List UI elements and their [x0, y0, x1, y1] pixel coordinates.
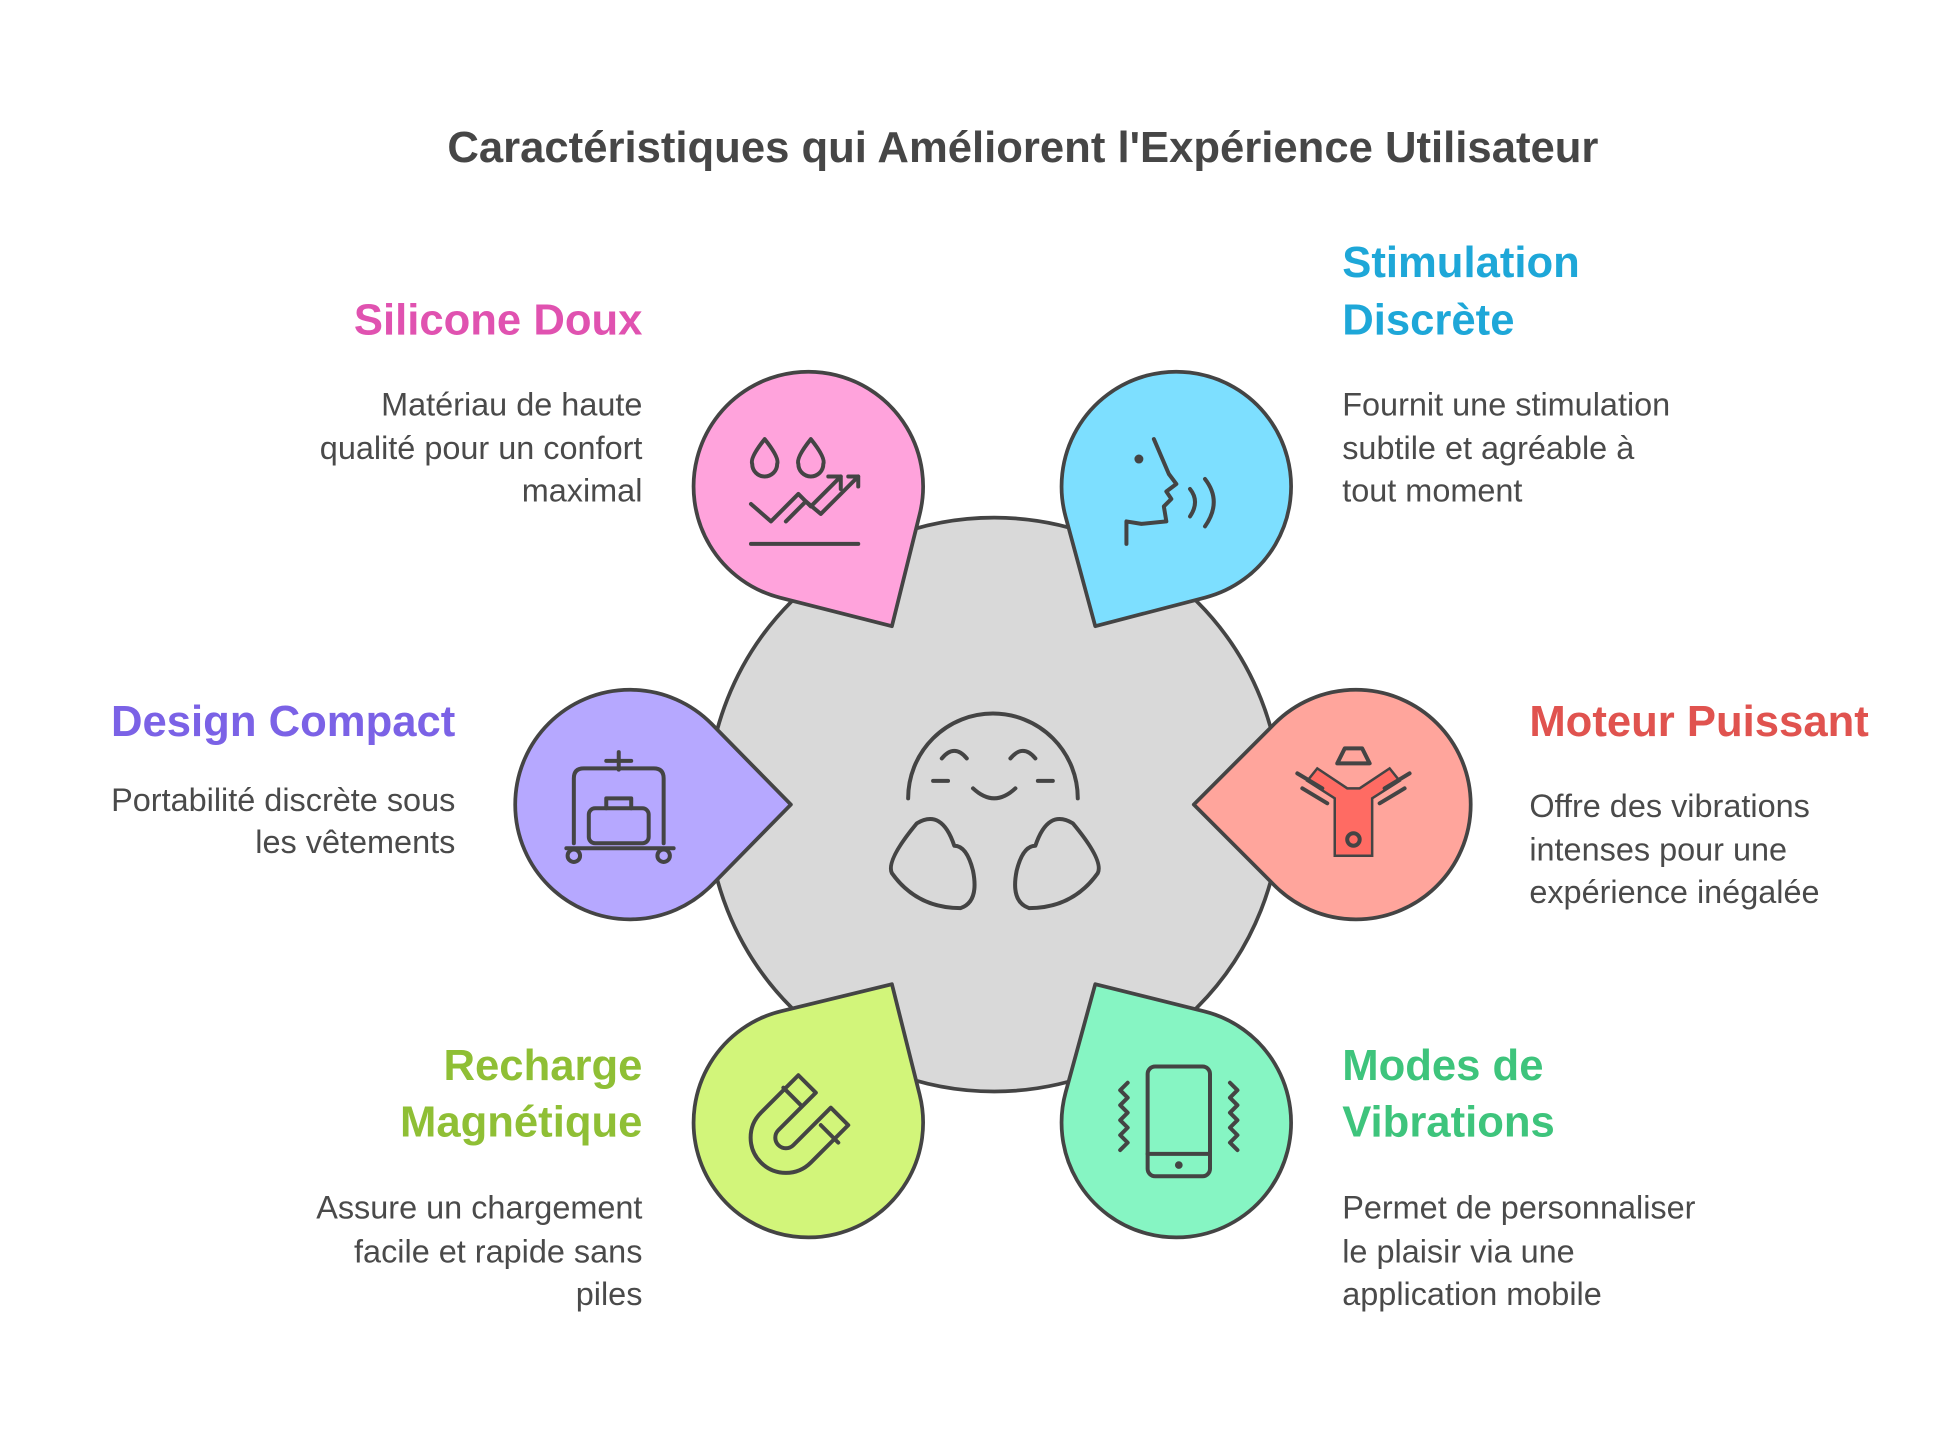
magnet-icon — [748, 1073, 851, 1175]
feature-desc: Offre des vibrations — [1529, 788, 1810, 824]
feature-desc: Portabilité discrète sous — [111, 782, 455, 818]
teardrop-silicone — [691, 369, 925, 629]
teardrop-recharge — [691, 982, 925, 1240]
feature-desc: intenses pour une — [1529, 832, 1787, 868]
feature-title: Moteur Puissant — [1529, 697, 1868, 746]
feature-title: Vibrations — [1342, 1097, 1555, 1146]
feature-desc: Matériau de haute — [381, 386, 642, 422]
feature-title: Discrète — [1342, 295, 1514, 344]
engine-icon — [1295, 746, 1412, 857]
feature-desc: Assure un chargement — [316, 1190, 642, 1226]
feature-desc: maximal — [522, 472, 643, 508]
diagram-title: Caractéristiques qui Améliorent l'Expéri… — [447, 123, 1598, 172]
feature-desc: tout moment — [1342, 472, 1522, 508]
teardrop-moteur — [1191, 687, 1473, 922]
feature-desc: application mobile — [1342, 1276, 1602, 1312]
feature-desc: subtile et agréable à — [1342, 430, 1635, 466]
feature-desc: qualité pour un confort — [320, 430, 643, 466]
teardrop-modes — [1059, 982, 1293, 1240]
feature-recharge: Recharge Magnétique Assure un chargement… — [316, 1041, 642, 1312]
feature-desc: le plaisir via une — [1342, 1233, 1574, 1269]
vibrating-phone-icon — [1118, 1064, 1240, 1179]
feature-desc: piles — [576, 1276, 643, 1312]
feature-title: Magnétique — [400, 1097, 642, 1146]
feature-desc: les vêtements — [255, 824, 455, 860]
feature-title: Stimulation — [1342, 238, 1580, 287]
water-drops-growth-icon — [748, 437, 861, 546]
feature-desc: expérience inégalée — [1529, 874, 1819, 910]
luggage-cart-icon — [564, 750, 676, 864]
whisper-face-icon — [1124, 437, 1216, 546]
feature-moteur: Moteur Puissant Offre des vibrations int… — [1529, 697, 1868, 910]
feature-stimulation: Stimulation Discrète Fournit une stimula… — [1342, 238, 1670, 509]
feature-design: Design Compact Portabilité discrète sous… — [111, 697, 455, 860]
happy-face-icon — [888, 711, 1101, 911]
feature-modes: Modes de Vibrations Permet de personnali… — [1342, 1041, 1695, 1312]
feature-desc: Fournit une stimulation — [1342, 386, 1670, 422]
feature-title: Design Compact — [111, 697, 455, 746]
feature-title: Modes de — [1342, 1041, 1543, 1090]
feature-title: Silicone Doux — [354, 295, 643, 344]
feature-silicone: Silicone Doux Matériau de haute qualité … — [320, 295, 643, 508]
teardrop-design — [513, 687, 793, 922]
feature-desc: facile et rapide sans — [354, 1233, 642, 1269]
teardrop-stimulation — [1059, 369, 1293, 629]
feature-desc: Permet de personnaliser — [1342, 1190, 1695, 1226]
feature-title: Recharge — [444, 1041, 643, 1090]
